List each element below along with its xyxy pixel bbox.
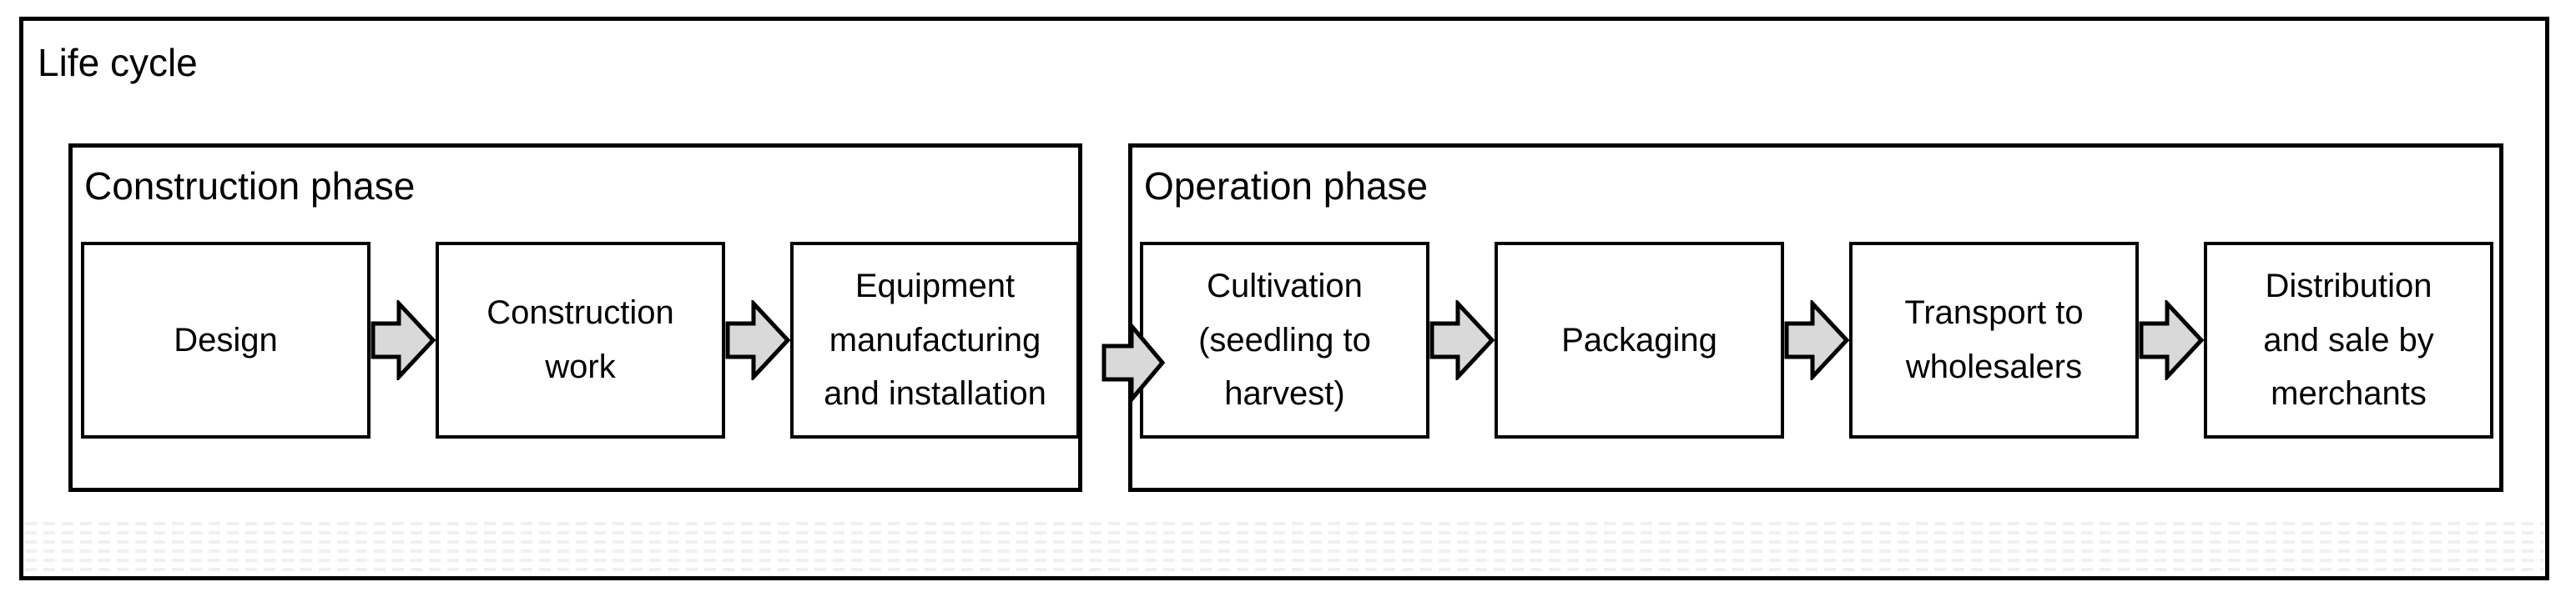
step-design-label: Design xyxy=(174,321,278,359)
operation-steps-row: Cultivation (seedling to harvest) Packag… xyxy=(1140,242,2493,439)
step-equipment-manufacturing-label: Equipment manufacturing and installation xyxy=(824,267,1046,413)
construction-phase-group: Construction phase Design Construction w… xyxy=(68,143,1082,492)
step-cultivation-label: Cultivation (seedling to harvest) xyxy=(1198,267,1371,413)
step-transport: Transport to wholesalers xyxy=(1849,242,2139,439)
arrow-right-icon xyxy=(1101,323,1165,403)
arrow-right-icon xyxy=(1429,300,1495,380)
life-cycle-container: Life cycle Construction phase Design Con… xyxy=(19,17,2549,580)
operation-phase-label: Operation phase xyxy=(1144,164,1429,208)
step-design: Design xyxy=(81,242,371,439)
arrow-right-icon xyxy=(1784,300,1849,380)
construction-phase-label: Construction phase xyxy=(84,164,416,208)
arrow-right-icon xyxy=(2139,300,2204,380)
step-packaging-label: Packaging xyxy=(1561,321,1717,359)
arrow-right-icon xyxy=(371,300,436,380)
arrow-right-icon xyxy=(725,300,790,380)
construction-steps-row: Design Construction work Equipment man xyxy=(81,242,1080,439)
step-construction-work: Construction work xyxy=(436,242,725,439)
step-construction-work-label: Construction work xyxy=(486,294,674,385)
watermark-dash-pattern xyxy=(25,522,2543,575)
step-equipment-manufacturing: Equipment manufacturing and installation xyxy=(790,242,1080,439)
step-packaging: Packaging xyxy=(1495,242,1784,439)
step-distribution: Distribution and sale by merchants xyxy=(2204,242,2493,439)
step-cultivation: Cultivation (seedling to harvest) xyxy=(1140,242,1429,439)
diagram-title: Life cycle xyxy=(38,41,198,84)
step-transport-label: Transport to wholesalers xyxy=(1904,294,2084,385)
step-distribution-label: Distribution and sale by merchants xyxy=(2263,267,2434,413)
operation-phase-group: Operation phase Cultivation (seedling to… xyxy=(1128,143,2503,492)
